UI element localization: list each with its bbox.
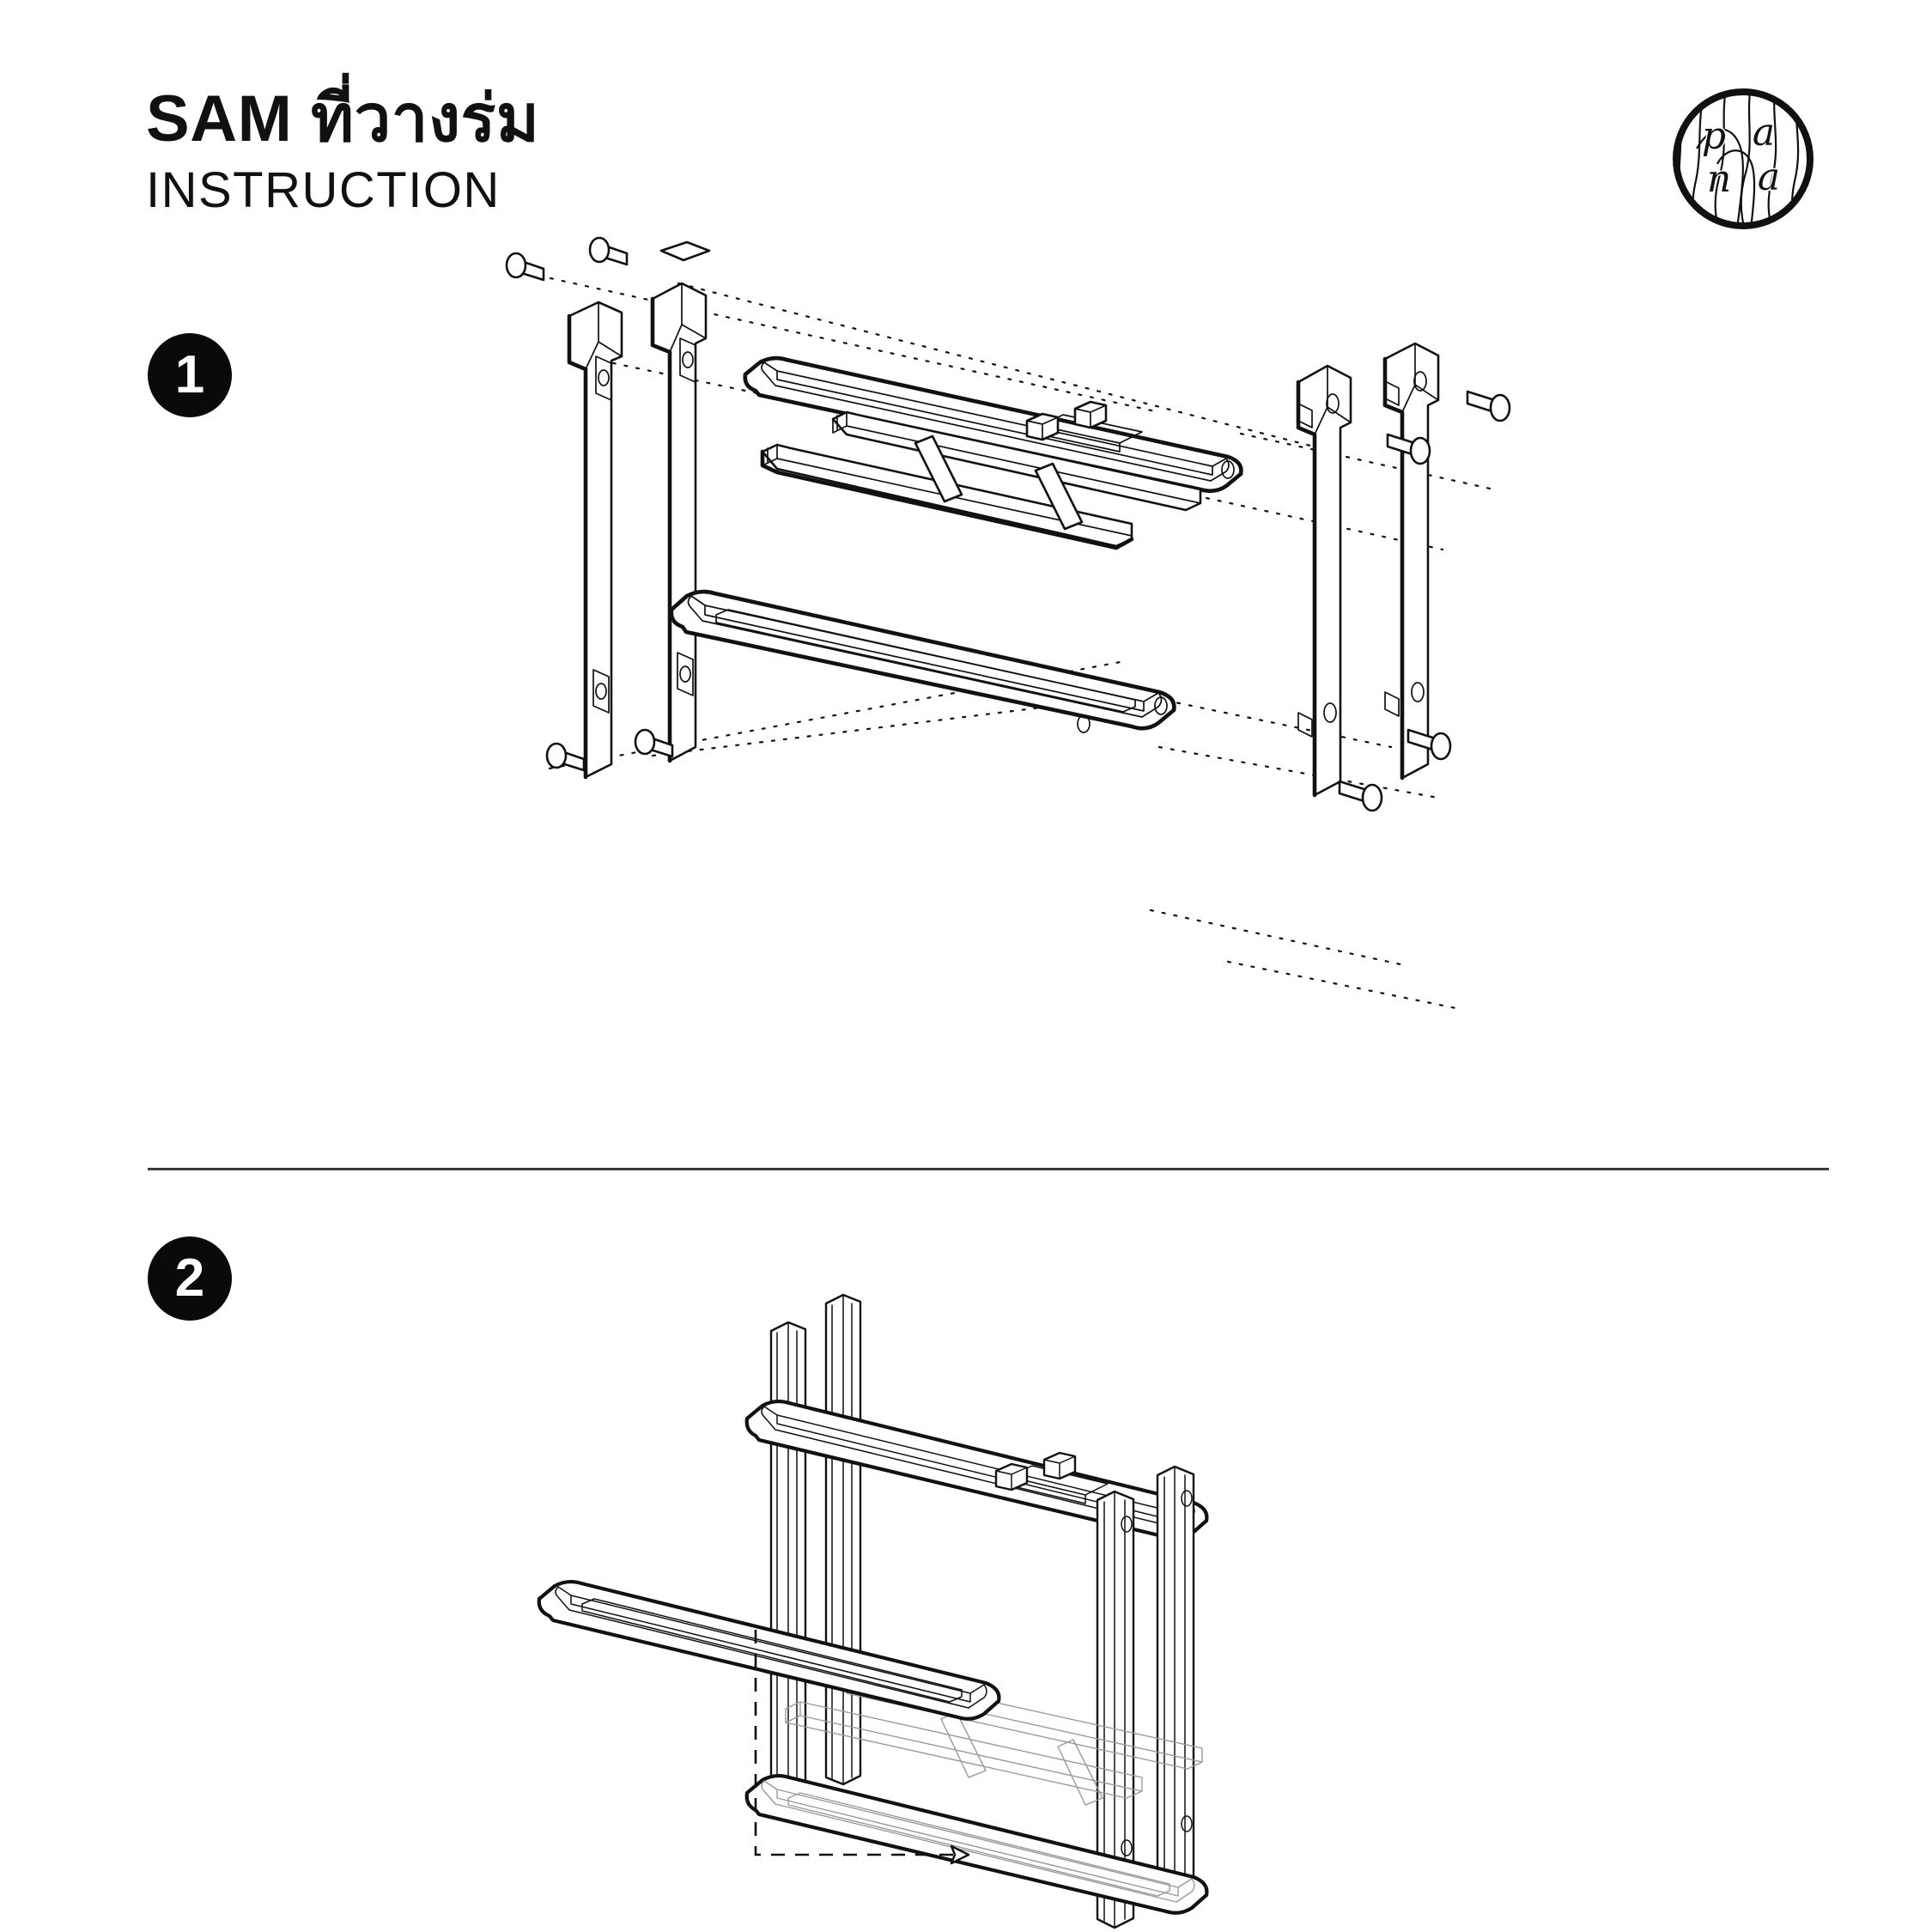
screw-bolt-part [634,728,674,758]
leg-post-part [650,282,708,763]
step-badge-2: 2 [148,1236,232,1321]
middle-rail-frame-part [760,410,1202,550]
leg-post-part [567,301,623,780]
screw-bolt-part [588,236,629,266]
step-1-exploded-diagram: .ln { fill:#ffffff; stroke:#111111; stro… [0,232,1932,1142]
svg-text:a: a [1753,111,1775,155]
screw-bolt-part [1406,728,1452,761]
screw-bolt-part [1466,390,1511,422]
insertion-path-arrow [754,1630,970,1865]
logo-letters: p a n a [1700,110,1781,203]
svg-text:n: n [1707,157,1731,201]
assembled-frame [744,1293,1209,1929]
leg-post-part [1296,364,1352,798]
header: SAM ที่วางร่ม INSTRUCTION [146,86,1348,222]
svg-text:a: a [1758,155,1780,199]
screw-bolt-part [505,252,545,282]
drip-tray-part [537,1579,1001,1721]
top-tray-part [743,355,1243,497]
screw-bolt-part [1338,780,1383,812]
bottom-tray-part [669,589,1176,733]
screw-bolt-part [545,742,586,772]
leg-post-part [1382,342,1440,781]
svg-text:p: p [1702,114,1726,158]
step-2-assembly-diagram: .s2 { fill:#ffffff; stroke:#111111; stro… [0,1202,1932,1932]
section-divider [148,1168,1829,1170]
brand-logo-pana: p a n a [1666,82,1820,236]
cap-plug-part [659,240,711,262]
screw-bolt-part [1386,433,1431,465]
page-subtitle: INSTRUCTION [146,161,501,218]
page-title: SAM ที่วางร่ม [146,82,540,155]
step-badge-1: 1 [148,333,232,417]
logo-ring [1673,88,1814,229]
